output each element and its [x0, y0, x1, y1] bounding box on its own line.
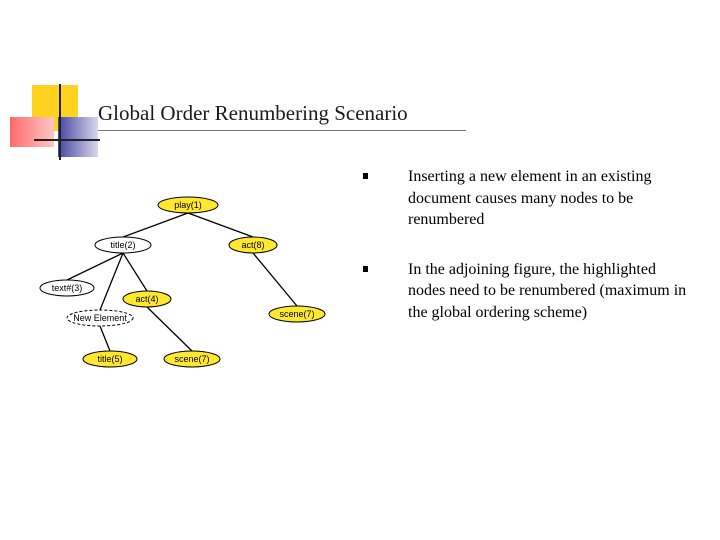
tree-edge-act8-scene7b — [252, 252, 298, 307]
tree-node-title2: title(2) — [94, 236, 152, 254]
tree-edge-play-act8 — [187, 212, 254, 238]
square-bullet-icon — [363, 173, 368, 179]
node-label: New Element — [73, 313, 127, 323]
node-ellipse — [157, 196, 219, 214]
node-ellipse — [66, 309, 134, 327]
node-ellipse — [94, 236, 152, 254]
logo-horizontal-line — [34, 139, 100, 141]
bullet-item: Inserting a new element in an existing d… — [360, 166, 690, 231]
slide-title: Global Order Renumbering Scenario — [98, 101, 408, 125]
tree-node-act4: act(4) — [122, 290, 172, 308]
node-ellipse — [163, 350, 221, 368]
node-ellipse — [122, 290, 172, 308]
tree-edge-title2-act4 — [122, 252, 148, 292]
tree-node-scene7a: scene(7) — [163, 350, 221, 368]
node-label: act(8) — [241, 240, 264, 250]
logo-blue-square — [58, 117, 98, 157]
tree-edge-play-title2 — [122, 212, 189, 238]
tree-edge-title2-text3 — [66, 252, 124, 281]
tree-edge-title2-newel — [99, 252, 124, 311]
node-label: act(4) — [135, 294, 158, 304]
node-label: scene(7) — [279, 309, 314, 319]
node-ellipse — [39, 279, 95, 297]
tree-node-title5: title(5) — [82, 350, 138, 368]
node-label: play(1) — [174, 200, 202, 210]
bullet-item: In the adjoining figure, the highlighted… — [360, 259, 690, 324]
node-label: text#(3) — [52, 283, 83, 293]
node-ellipse — [268, 305, 326, 323]
title-underline — [98, 130, 466, 131]
tree-node-scene7b: scene(7) — [268, 305, 326, 323]
node-label: title(2) — [110, 240, 135, 250]
square-bullet-icon — [363, 265, 368, 272]
bullet-list: Inserting a new element in an existing d… — [360, 166, 690, 323]
node-ellipse — [228, 236, 278, 254]
tree-node-play: play(1) — [157, 196, 219, 214]
bullet-text: In the adjoining figure, the highlighted… — [408, 260, 687, 321]
tree-edge-act4-scene7a — [146, 306, 193, 352]
tree-node-text3: text#(3) — [39, 279, 95, 297]
node-label: scene(7) — [174, 354, 209, 364]
node-ellipse — [82, 350, 138, 368]
tree-node-newel: New Element — [66, 309, 134, 327]
tree-edge-newel-title5 — [99, 325, 111, 352]
node-label: title(5) — [97, 354, 122, 364]
logo-vertical-line — [59, 84, 61, 160]
bullet-text: Inserting a new element in an existing d… — [408, 168, 652, 228]
logo-red-square — [10, 117, 54, 147]
tree-node-act8: act(8) — [228, 236, 278, 254]
